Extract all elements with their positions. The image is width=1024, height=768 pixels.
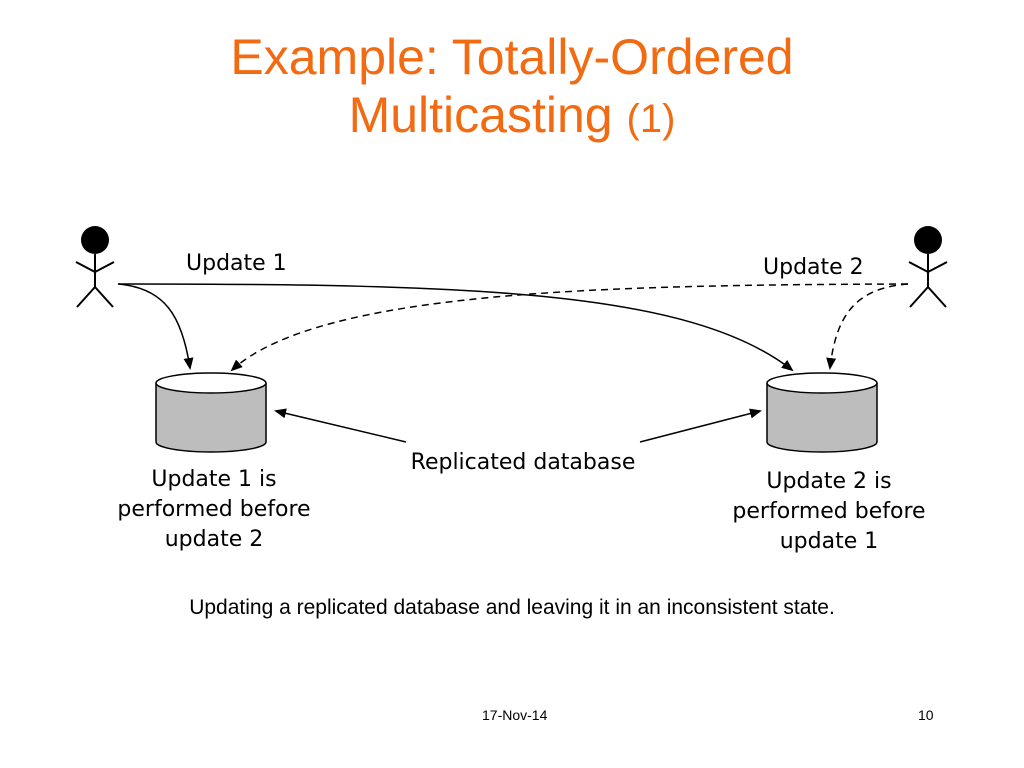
update1-local-arrow bbox=[117, 283, 194, 370]
title-suffix: (1) bbox=[626, 97, 676, 141]
left-user-icon bbox=[75, 226, 115, 308]
update2-label: Update 2 bbox=[763, 255, 864, 280]
replicated-right-arrow bbox=[639, 408, 762, 443]
right-user-icon bbox=[908, 226, 948, 308]
title-line-1: Example: Totally-Ordered bbox=[230, 29, 794, 85]
left-note-line-2: performed before bbox=[117, 497, 310, 522]
left-note-line-3: update 2 bbox=[165, 527, 264, 552]
update1-remote-arrow bbox=[117, 283, 794, 372]
page-number: 10 bbox=[918, 707, 934, 723]
right-database-icon bbox=[766, 372, 878, 453]
update2-remote-arrow bbox=[230, 283, 909, 372]
title-main-word: Multicasting bbox=[348, 87, 613, 143]
right-note-line-2: performed before bbox=[732, 499, 925, 524]
update1-label: Update 1 bbox=[186, 251, 287, 276]
slide-title: Example: Totally-Ordered Multicasting (1… bbox=[0, 28, 1024, 148]
replicated-left-arrow bbox=[274, 408, 407, 443]
left-database-icon bbox=[155, 372, 267, 453]
update2-local-arrow bbox=[826, 283, 909, 370]
left-note-line-1: Update 1 is bbox=[151, 467, 276, 492]
replicated-database-label: Replicated database bbox=[411, 450, 636, 475]
footer-date: 17-Nov-14 bbox=[482, 707, 548, 723]
right-note-line-3: update 1 bbox=[780, 529, 879, 554]
title-line-2: Multicasting (1) bbox=[0, 86, 1024, 148]
right-note-line-1: Update 2 is bbox=[766, 469, 891, 494]
figure-caption: Updating a replicated database and leavi… bbox=[189, 596, 835, 619]
